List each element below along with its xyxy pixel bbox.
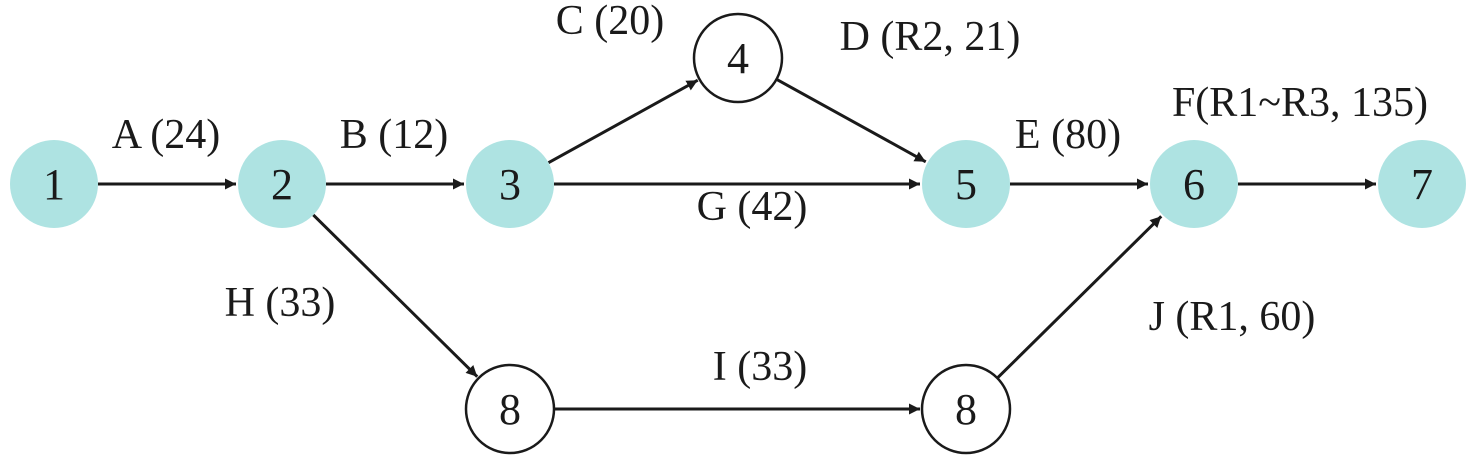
node-n3: 3: [466, 140, 554, 228]
node-n4-label: 4: [727, 34, 749, 83]
edge-c-label: C (20): [556, 0, 665, 44]
edge-c-arrow: [547, 78, 699, 165]
node-n7: 7: [1378, 140, 1466, 228]
node-n4: 4: [692, 12, 784, 104]
edge-d-label: D (R2, 21): [840, 14, 1021, 60]
node-n8a-circle: [464, 363, 556, 455]
node-n5-label: 5: [955, 160, 977, 209]
node-n7-circle: [1378, 140, 1466, 228]
node-n8b: 8: [920, 363, 1012, 455]
edge-j-label: J (R1, 60): [1149, 294, 1316, 340]
node-n1-label: 1: [43, 160, 65, 209]
edge-d-arrow: [775, 77, 927, 164]
node-n3-circle: [466, 140, 554, 228]
node-n5-circle: [922, 140, 1010, 228]
node-n1: 1: [10, 140, 98, 228]
node-n2: 2: [238, 140, 326, 228]
edge-labels-layer: A (24) B (12) C (20) D (R2, 21) G (42) E (80)…: [112, 0, 1428, 390]
edge-f-label: F(R1~R3, 135): [1172, 80, 1428, 126]
edge-j-arrow: [996, 215, 1163, 380]
node-n8a: 8: [464, 363, 556, 455]
edge-h-label: H (33): [225, 280, 336, 326]
node-n2-label: 2: [271, 160, 293, 209]
node-n3-label: 3: [499, 160, 521, 209]
nodes-layer: 1 2 3 4 5 6 7 8 8: [10, 12, 1466, 455]
edge-i-label: I (33): [713, 344, 807, 390]
node-n5: 5: [922, 140, 1010, 228]
node-n8b-circle: [920, 363, 1012, 455]
node-n6: 6: [1150, 140, 1238, 228]
node-n2-circle: [238, 140, 326, 228]
node-n7-label: 7: [1411, 160, 1433, 209]
node-n4-circle: [692, 12, 784, 104]
edge-b-label: B (12): [340, 112, 449, 158]
edge-h-arrow: [312, 213, 479, 378]
node-n8a-label: 8: [499, 385, 521, 434]
node-n8b-label: 8: [955, 385, 977, 434]
edge-e-label: E (80): [1015, 112, 1121, 158]
edge-a-label: A (24): [112, 112, 221, 158]
node-n6-circle: [1150, 140, 1238, 228]
edge-g-label: G (42): [697, 184, 808, 230]
node-n1-circle: [10, 140, 98, 228]
node-n6-label: 6: [1183, 160, 1205, 209]
edges-layer: [98, 77, 1376, 415]
